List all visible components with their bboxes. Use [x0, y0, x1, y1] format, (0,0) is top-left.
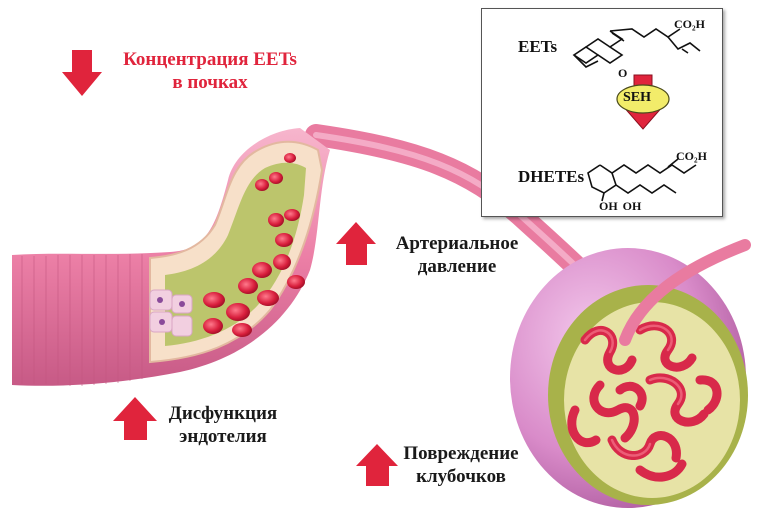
eets-kidney-label: Концентрация EETs в почках — [104, 48, 316, 94]
glomerular-line1: Повреждение — [396, 442, 526, 465]
up-arrow-arterial — [336, 222, 376, 265]
eets-structure — [574, 29, 700, 67]
epoxide-oxygen: O — [618, 66, 627, 81]
glomerular-line2: клубочков — [396, 465, 526, 488]
up-arrow-glomerular — [356, 444, 398, 486]
reaction-inset: EETs CO₂H O SEH DHETEs CO₂H OH OH — [481, 8, 723, 217]
seh-label: SEH — [623, 90, 651, 106]
endothelium-label: Дисфункция эндотелия — [158, 402, 288, 448]
arterial-pressure-label: Артериальное давление — [382, 232, 532, 278]
up-arrow-endothelium — [113, 397, 157, 440]
hydroxyl-groups: OH OH — [599, 199, 641, 214]
eets-carboxyl: CO₂H — [674, 17, 705, 32]
arterial-line2: давление — [382, 255, 532, 278]
glomerular-label: Повреждение клубочков — [396, 442, 526, 488]
eets-kidney-line2: в почках — [104, 71, 316, 94]
dhetes-structure — [588, 159, 696, 201]
endothelium-line1: Дисфункция — [158, 402, 288, 425]
eets-label: EETs — [518, 37, 557, 57]
down-arrow-eets — [62, 50, 102, 96]
dhetes-label: DHETEs — [518, 167, 584, 187]
eets-kidney-line1: Концентрация EETs — [104, 48, 316, 71]
arterial-line1: Артериальное — [382, 232, 532, 255]
endothelium-line2: эндотелия — [158, 425, 288, 448]
dhetes-carboxyl: CO₂H — [676, 149, 707, 164]
